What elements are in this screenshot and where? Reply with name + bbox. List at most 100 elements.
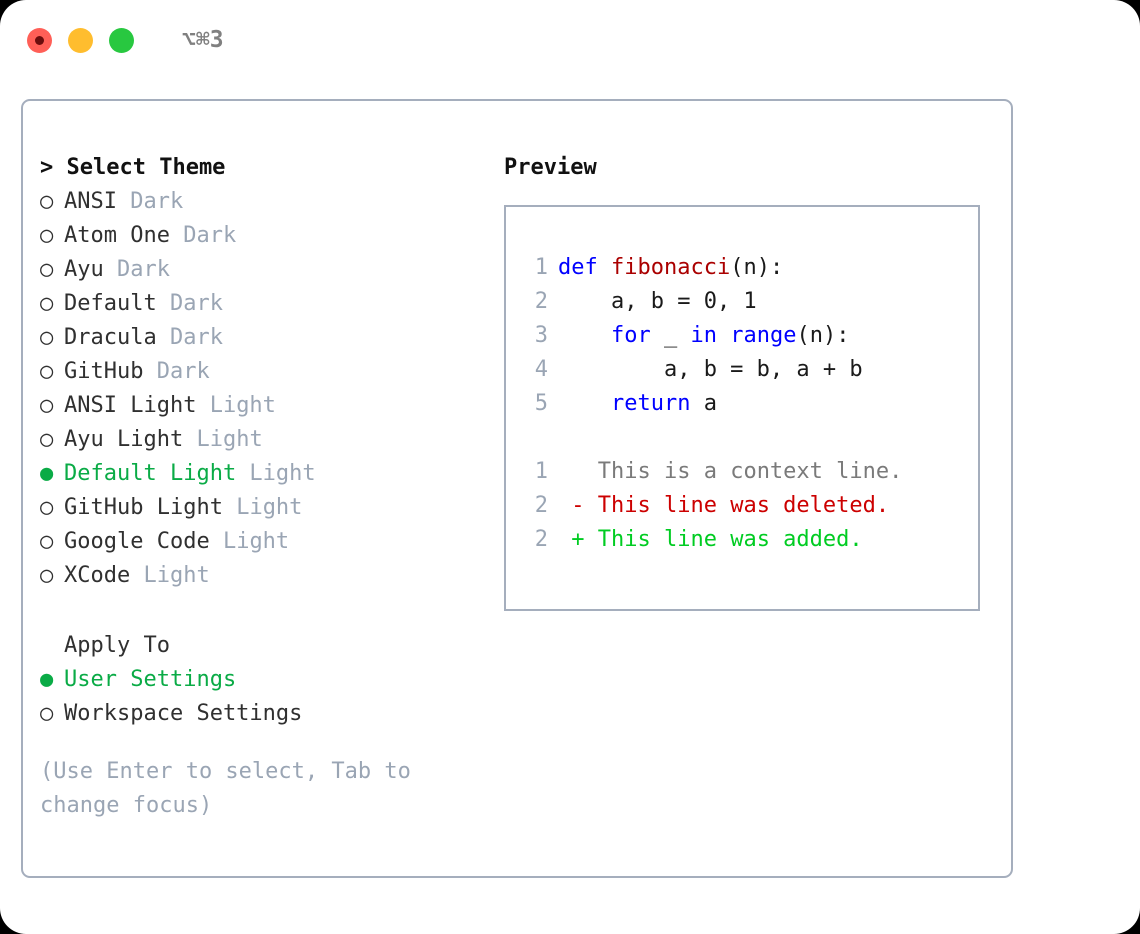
theme-list-item[interactable]: ○ ANSI Light Light <box>40 389 500 423</box>
theme-list-item[interactable]: ○ANSI Dark <box>40 185 500 219</box>
theme-name: Default <box>64 291 157 316</box>
radio-unselected-icon[interactable]: ○ <box>40 701 54 726</box>
diff-line: 2 - This line was deleted. <box>506 489 978 523</box>
theme-name: Google Code <box>64 529 210 554</box>
radio-unselected-icon[interactable]: ○ <box>40 257 54 282</box>
line-number: 5 <box>534 391 548 416</box>
theme-list-item[interactable]: ● Default Light Light <box>40 457 500 491</box>
radio-unselected-icon[interactable]: ○ <box>40 189 54 214</box>
theme-name: ANSI Light <box>64 393 197 418</box>
diff-marker <box>558 459 598 484</box>
apply-to-indent <box>40 629 64 663</box>
theme-name: Dracula <box>64 325 157 350</box>
theme-list-item[interactable]: ○ XCode Light <box>40 559 500 593</box>
diff-marker: + <box>558 527 598 552</box>
close-button[interactable] <box>27 27 52 53</box>
apply-to-label: User Settings <box>64 667 237 692</box>
theme-category-label: Dark <box>143 359 210 384</box>
line-number: 1 <box>534 255 548 280</box>
diff-marker: - <box>558 493 598 518</box>
apply-to-label: Workspace Settings <box>64 701 303 726</box>
radio-unselected-icon[interactable]: ○ <box>40 223 54 248</box>
line-number: 2 <box>534 493 548 518</box>
line-number: 3 <box>534 323 548 348</box>
code-token: _ <box>650 323 691 348</box>
apply-to-list[interactable]: ● User Settings ○ Workspace Settings <box>40 663 500 731</box>
diff-text: This line was deleted. <box>597 493 890 518</box>
radio-selected-icon[interactable]: ● <box>40 461 54 486</box>
preview-spacer <box>506 421 978 455</box>
minimize-button[interactable] <box>68 27 93 53</box>
theme-category-label: Dark <box>156 325 223 350</box>
radio-unselected-icon[interactable]: ○ <box>40 427 54 452</box>
apply-to-header: Apply To <box>40 629 500 663</box>
theme-list-item[interactable]: ○ GitHub Light Light <box>40 491 500 525</box>
apply-to-header-label: Apply To <box>64 633 170 658</box>
theme-category-label: Dark <box>116 189 184 214</box>
title-bar: ⌥⌘3 <box>0 0 1140 80</box>
theme-name: Ayu <box>64 257 104 282</box>
theme-name: Default Light <box>64 461 237 486</box>
theme-list-item[interactable]: ○ Default Dark <box>40 287 500 321</box>
radio-unselected-icon[interactable]: ○ <box>40 563 54 588</box>
code-token: a, b = b, a + b <box>558 357 863 382</box>
theme-list[interactable]: ○ANSI Dark○Atom One Dark○Ayu Dark○Defaul… <box>40 185 500 593</box>
radio-selected-icon[interactable]: ● <box>40 667 54 692</box>
theme-list-item[interactable]: ○ Ayu Light Light <box>40 423 500 457</box>
code-token <box>558 391 611 416</box>
theme-category-label: Light <box>196 393 276 418</box>
theme-name: Ayu Light <box>64 427 184 452</box>
code-line: 4 a, b = b, a + b <box>506 353 978 387</box>
radio-unselected-icon[interactable]: ○ <box>40 291 54 316</box>
theme-category-label: Dark <box>169 223 237 248</box>
section-spacer <box>40 593 500 629</box>
diff-line: 1 This is a context line. <box>506 455 978 489</box>
code-token: a, b = 0, 1 <box>558 289 757 314</box>
radio-unselected-icon[interactable]: ○ <box>40 393 54 418</box>
radio-unselected-icon[interactable]: ○ <box>40 325 54 350</box>
theme-list-item[interactable]: ○ Dracula Dark <box>40 321 500 355</box>
code-token: return <box>610 391 691 416</box>
maximize-button[interactable] <box>109 27 134 53</box>
theme-category-label: Dark <box>103 257 170 282</box>
line-number: 1 <box>534 459 548 484</box>
code-token: (n): <box>796 323 850 348</box>
theme-name: GitHub <box>64 359 144 384</box>
theme-list-item[interactable]: ○ GitHub Dark <box>40 355 500 389</box>
code-line: 2 a, b = 0, 1 <box>506 285 978 319</box>
code-token: (n): <box>730 255 784 280</box>
radio-unselected-icon[interactable]: ○ <box>40 359 54 384</box>
keyboard-shortcut-label: ⌥⌘3 <box>182 26 224 53</box>
radio-unselected-icon[interactable]: ○ <box>40 529 54 554</box>
theme-category-label: Dark <box>156 291 223 316</box>
diff-text: This is a context line. <box>597 459 903 484</box>
theme-list-item[interactable]: ○Atom One Dark <box>40 219 500 253</box>
apply-to-option[interactable]: ● User Settings <box>40 663 500 697</box>
theme-selection-pane: > Select Theme ○ANSI Dark○Atom One Dark○… <box>40 151 500 823</box>
theme-list-item[interactable]: ○ Ayu Dark <box>40 253 500 287</box>
code-token: fibonacci <box>610 255 731 280</box>
apply-to-option[interactable]: ○ Workspace Settings <box>40 697 500 731</box>
code-token: in <box>690 323 717 348</box>
theme-name: GitHub Light <box>64 495 223 520</box>
code-token <box>558 323 611 348</box>
line-number: 2 <box>534 527 548 552</box>
theme-category-label: Light <box>222 495 303 520</box>
diff-line: 2 + This line was added. <box>506 523 978 557</box>
theme-picker-card: > Select Theme ○ANSI Dark○Atom One Dark○… <box>21 99 1013 878</box>
code-token: a <box>690 391 717 416</box>
theme-category-label: Light <box>209 529 290 554</box>
theme-category-label: Light <box>183 427 263 452</box>
code-line: 5 return a <box>506 387 978 421</box>
theme-list-item[interactable]: ○ Google Code Light <box>40 525 500 559</box>
select-theme-header: > Select Theme <box>40 155 226 180</box>
theme-name: XCode <box>64 563 131 588</box>
radio-unselected-icon[interactable]: ○ <box>40 495 54 520</box>
theme-category-label: Light <box>236 461 316 486</box>
code-token: for <box>610 323 651 348</box>
diff-text: This line was added. <box>597 527 863 552</box>
theme-category-label: Light <box>130 563 210 588</box>
